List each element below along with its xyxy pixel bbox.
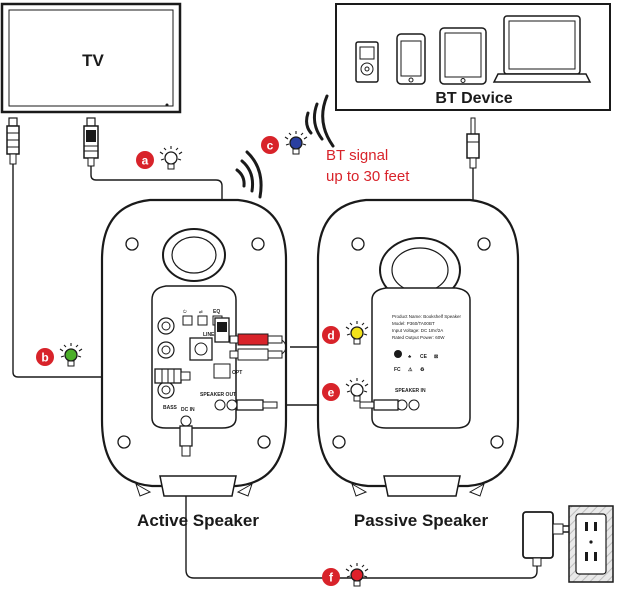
power-adapter-icon [522,511,574,567]
svg-text:⊠: ⊠ [434,354,438,360]
active-speaker-label: Active Speaker [137,511,259,530]
passive-speaker-wire-plug-icon [359,399,399,411]
svg-text:⚠: ⚠ [408,367,413,373]
speaker-wire-plug-icon [236,399,278,411]
speaker-in-label: SPEAKER IN [395,388,426,394]
bt-device: BT Device [335,3,611,111]
dc-plug-icon [179,425,193,457]
step-badge-e [322,383,340,401]
active-speaker: ⏻ ⇌ EQ LINE IN OPT BASS DC IN SPEAKER OU… [100,198,288,497]
tv-coax-plug-icon [83,117,99,167]
tablet-icon [439,27,487,85]
bt-aux-plug-icon [466,117,480,169]
step-letter-a: a [142,154,149,168]
svg-text:CE: CE [420,354,428,360]
passive-speaker-label: Passive Speaker [354,511,489,530]
speaker-out-label: SPEAKER OUT [200,392,236,398]
svg-text:⏻: ⏻ [183,309,187,314]
step-letter-c: c [267,139,274,153]
passive-label-line-1: Product Name: Bookshelf Speaker [392,314,462,319]
bass-label: BASS [163,405,178,411]
passive-label-line-2: Model: P360/TA00BT [392,321,435,326]
coax-plug-in-icon [214,317,230,343]
passive-speaker: Product Name: Bookshelf Speaker Model: P… [316,198,520,497]
step-letter-e: e [328,386,335,400]
step-letter-f: f [329,571,334,585]
optical-plug-icon [154,368,191,384]
indicator-bulb-icon-b [59,343,83,367]
step-letter-d: d [327,329,334,343]
tv-label: TV [82,51,104,70]
laptop-icon [492,15,592,83]
svg-text:♣: ♣ [408,354,412,360]
svg-text:⇌: ⇌ [199,309,203,314]
bt-signal-line1: BT signal [326,147,388,164]
bt-device-label: BT Device [435,90,512,107]
tv: TV [0,2,182,114]
indicator-bulb-icon-f [345,563,369,587]
step-badge-f [322,568,340,586]
step-marker-e: e [322,378,369,402]
svg-text:♻: ♻ [420,367,425,373]
power-button-icon [182,315,193,326]
step-marker-f: f [322,563,369,587]
bt-signal-line2: up to 30 feet [326,168,410,185]
step-marker-b: b [36,343,83,367]
svg-text:FC: FC [394,367,401,373]
certification-marks-icon: ♣ CE ⊠ FC ⚠ ♻ [394,350,438,373]
wall-outlet-icon [568,505,614,583]
speaker-wireless-icon [235,150,263,199]
opt-label: OPT [232,370,242,376]
smartphone-icon [396,33,426,85]
passive-label-line-3: Input Voltage: DC 18V/2A [392,328,443,333]
indicator-bulb-icon-c [284,131,308,155]
step-badge-b [36,348,54,366]
step-badge-a [136,151,154,169]
eq-label: EQ [213,309,220,315]
step-badge-d [322,326,340,344]
indicator-bulb-icon-d [345,321,369,345]
input-button-icon [197,315,208,326]
wireless-signal-icon [305,94,335,148]
rca-plugs-icon [229,333,287,361]
mp3-player-icon [355,41,379,83]
step-badge-c [261,136,279,154]
step-marker-c: c [261,131,308,155]
step-letter-b: b [41,351,48,365]
tv-optical-plug-icon [6,117,20,165]
line-in-label: LINE IN [203,332,221,338]
indicator-bulb-icon-a [159,146,183,170]
dc-in-label: DC IN [181,407,195,413]
step-marker-a: a [136,146,183,170]
step-marker-d: d [322,321,369,345]
indicator-bulb-icon-e [345,378,369,402]
passive-label-line-4: Rated Output Power: 60W [392,335,445,340]
